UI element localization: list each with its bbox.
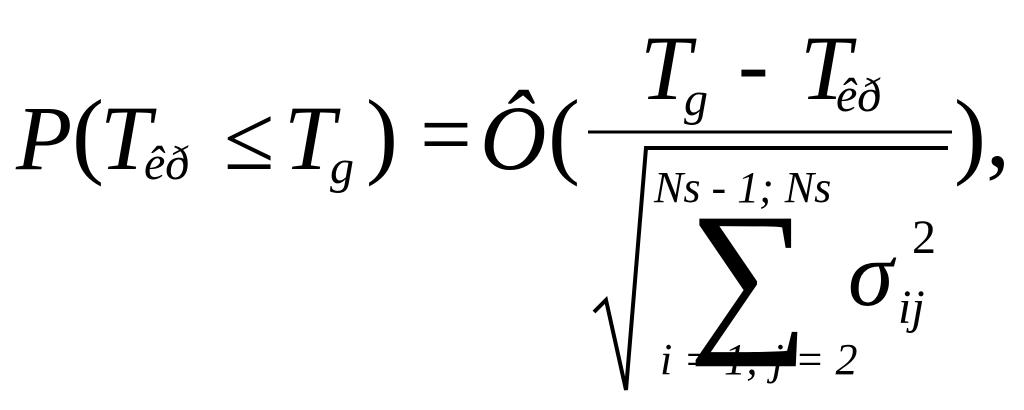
numerator-t-left: T (640, 17, 692, 119)
sum-lower-limit: i = 1; j = 2 (660, 335, 858, 384)
radical-sign (592, 146, 948, 391)
numerator-minus: - (738, 13, 769, 115)
closing-paren-comma: ), (954, 80, 1010, 187)
lhs-open-paren: ( (72, 80, 104, 187)
lhs-close-paren: ) (366, 80, 398, 187)
t2-symbol: T (284, 87, 336, 189)
numerator-t-left-subscript: g (684, 73, 708, 126)
sum-upper-limit: Ns - 1; Ns (654, 163, 832, 212)
numerator-t-right-subscript: êð (836, 69, 882, 122)
function-open-paren: ( (548, 80, 580, 187)
t2-subscript: g (330, 141, 354, 194)
sigma-subscript: ij (898, 281, 925, 334)
numerator-t-right: T (800, 17, 852, 119)
equals-sign: = (420, 83, 472, 185)
t-symbol: T (100, 87, 152, 189)
function-symbol: Ô (480, 87, 547, 189)
summation-symbol: ∑ (688, 179, 810, 367)
sigma-superscript: 2 (912, 211, 936, 264)
p-symbol: P (16, 87, 73, 189)
leq-symbol: ≤ (224, 87, 275, 189)
sigma-symbol: σ (848, 223, 894, 325)
t-subscript: êð (144, 137, 190, 190)
